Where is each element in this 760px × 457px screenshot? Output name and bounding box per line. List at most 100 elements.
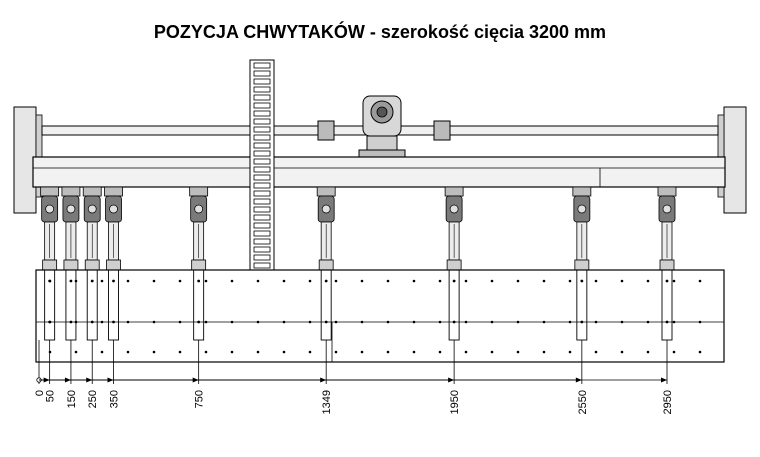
mounting-hole: [620, 279, 624, 283]
mounting-hole: [542, 320, 546, 324]
cable-chain-link: [253, 190, 271, 197]
cable-chain-link: [253, 254, 271, 261]
mounting-hole: [100, 320, 104, 324]
mounting-hole: [542, 279, 546, 283]
mounting-hole: [230, 320, 234, 324]
gripper: [82, 186, 102, 341]
cable-chain: [249, 59, 275, 271]
mounting-hole: [490, 320, 494, 324]
mounting-hole: [672, 320, 676, 324]
mounting-hole: [360, 320, 364, 324]
mounting-hole: [516, 350, 520, 354]
dimension-mark: 2550: [39, 340, 589, 414]
mounting-hole: [490, 350, 494, 354]
mounting-hole: [282, 320, 286, 324]
cable-chain-link: [253, 86, 271, 93]
mounting-hole: [152, 279, 156, 283]
cable-chain-link: [253, 150, 271, 157]
mounting-hole: [438, 350, 442, 354]
cable-chain-link: [253, 214, 271, 221]
mounting-hole: [568, 279, 572, 283]
cable-chain-link: [253, 182, 271, 189]
dimension-label: 750: [194, 390, 206, 408]
mounting-hole: [490, 279, 494, 283]
cable-chain-link: [253, 94, 271, 101]
cable-chain-link: [253, 78, 271, 85]
mounting-hole: [620, 350, 624, 354]
mounting-hole: [152, 350, 156, 354]
mounting-hole: [308, 320, 312, 324]
dimension-mark: 1349: [39, 340, 333, 414]
mounting-hole: [698, 320, 702, 324]
dimension-mark: 2950: [39, 340, 674, 414]
mounting-hole: [386, 320, 390, 324]
mounting-hole: [204, 350, 208, 354]
mounting-hole: [594, 320, 598, 324]
mounting-hole: [412, 279, 416, 283]
mounting-hole: [516, 320, 520, 324]
mounting-hole: [360, 350, 364, 354]
mounting-hole: [568, 320, 572, 324]
cable-chain-link: [253, 70, 271, 77]
cable-chain-link: [253, 166, 271, 173]
mounting-hole: [204, 320, 208, 324]
dimension-mark: 50: [39, 340, 57, 402]
mounting-hole: [542, 350, 546, 354]
dimension-label: 2950: [662, 390, 674, 414]
grippers: [40, 186, 677, 341]
cable-chain-link: [253, 118, 271, 125]
mounting-hole: [74, 279, 78, 283]
dimension-label: 50: [45, 390, 57, 402]
mounting-hole: [464, 320, 468, 324]
mounting-hole: [100, 350, 104, 354]
mounting-hole: [438, 279, 442, 283]
dimension-label: 250: [87, 390, 99, 408]
gripper: [657, 186, 677, 341]
mounting-hole: [620, 320, 624, 324]
mounting-hole: [594, 279, 598, 283]
mounting-hole: [74, 320, 78, 324]
mounting-hole: [334, 279, 338, 283]
cutting-panel: [35, 269, 725, 363]
left-end-plate: [13, 106, 43, 214]
cable-chain-link: [253, 62, 271, 69]
gripper: [104, 186, 123, 341]
cable-chain-link: [253, 102, 271, 109]
dimension-label: 2550: [577, 390, 589, 414]
cable-chain-link: [253, 262, 271, 269]
cable-chain-link: [253, 238, 271, 245]
mounting-hole: [698, 350, 702, 354]
dimension-label: 150: [66, 390, 78, 408]
dimension-label: 350: [109, 390, 121, 408]
mounting-hole: [256, 279, 260, 283]
mounting-hole: [516, 279, 520, 283]
cable-chain-link: [253, 134, 271, 141]
mounting-hole: [412, 350, 416, 354]
mounting-hole: [568, 350, 572, 354]
mounting-hole: [386, 350, 390, 354]
drawing-title: POZYCJA CHWYTAKÓW - szerokość cięcia 320…: [153, 22, 607, 42]
mounting-hole: [386, 279, 390, 283]
mounting-hole: [204, 279, 208, 283]
mounting-hole: [178, 279, 182, 283]
mounting-hole: [178, 320, 182, 324]
cable-chain-link: [253, 142, 271, 149]
mounting-hole: [308, 279, 312, 283]
dimension-label: 1349: [321, 390, 333, 414]
mounting-hole: [230, 350, 234, 354]
cable-chain-link: [253, 230, 271, 237]
mounting-hole: [256, 350, 260, 354]
mounting-hole: [672, 279, 676, 283]
mounting-hole: [438, 320, 442, 324]
mounting-hole: [282, 279, 286, 283]
right-end-plate: [717, 106, 747, 214]
gripper: [40, 186, 60, 341]
mounting-hole: [646, 350, 650, 354]
dimension-label: 0: [34, 390, 46, 396]
mounting-hole: [464, 350, 468, 354]
cable-chain-link: [253, 126, 271, 133]
cable-chain-link: [253, 198, 271, 205]
mounting-hole: [360, 279, 364, 283]
